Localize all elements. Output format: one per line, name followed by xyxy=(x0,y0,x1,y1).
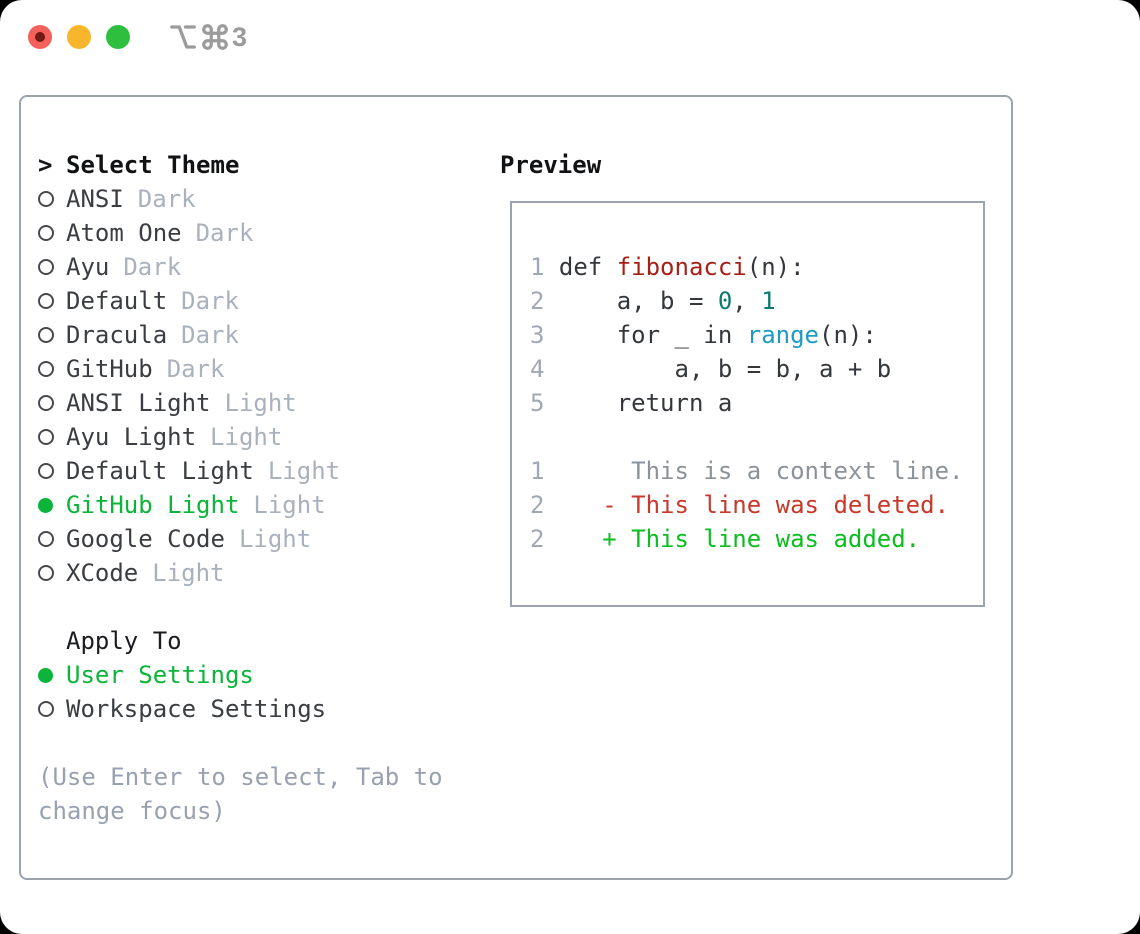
apply-to-header: Apply To xyxy=(38,624,488,658)
diff-deleted-line: 2 - This line was deleted. xyxy=(530,491,950,519)
radio-icon xyxy=(38,395,54,411)
title-bar: 3 xyxy=(0,0,1140,70)
apply-option-workspace-settings[interactable]: Workspace Settings xyxy=(38,692,488,726)
select-theme-header: > Select Theme xyxy=(38,148,488,182)
spacer-row xyxy=(38,726,488,760)
code-line-1: 1 def fibonacci(n): xyxy=(530,253,805,281)
option-key-icon xyxy=(170,25,196,49)
radio-selected-icon xyxy=(38,497,53,513)
radio-icon xyxy=(38,429,54,445)
help-text-line-1: (Use Enter to select, Tab to xyxy=(38,763,443,791)
select-theme-title: Select Theme xyxy=(66,151,240,179)
theme-option-github-dark[interactable]: GitHub Dark xyxy=(38,352,488,386)
close-dot-icon xyxy=(35,32,45,42)
diff-added-line: 2 + This line was added. xyxy=(530,525,921,553)
radio-icon xyxy=(38,327,54,343)
radio-icon xyxy=(38,293,54,309)
preview-pane: 1 def fibonacci(n): 2 a, b = 0, 1 3 for … xyxy=(510,201,985,607)
theme-selector-panel: > Select Theme ANSI Dark Atom One Dark A… xyxy=(19,95,1013,880)
radio-selected-icon xyxy=(38,667,53,683)
preview-header: Preview xyxy=(500,148,601,182)
focus-prompt: > xyxy=(38,151,53,179)
radio-icon xyxy=(38,531,54,547)
window-title-number: 3 xyxy=(232,21,248,52)
code-preview: 1 def fibonacci(n): 2 a, b = 0, 1 3 for … xyxy=(512,203,983,556)
theme-option-ayu-light[interactable]: Ayu Light Light xyxy=(38,420,488,454)
help-text-line-2: change focus) xyxy=(38,797,226,825)
code-line-4: 4 a, b = b, a + b xyxy=(530,355,892,383)
minimize-button[interactable] xyxy=(67,25,91,49)
radio-icon xyxy=(38,225,54,241)
code-line-2: 2 a, b = 0, 1 xyxy=(530,287,776,315)
theme-option-github-light[interactable]: GitHub Light Light xyxy=(38,488,488,522)
theme-option-google-code-light[interactable]: Google Code Light xyxy=(38,522,488,556)
radio-icon xyxy=(38,463,54,479)
close-button[interactable] xyxy=(28,25,52,49)
theme-option-atom-one-dark[interactable]: Atom One Dark xyxy=(38,216,488,250)
theme-option-default-light[interactable]: Default Light Light xyxy=(38,454,488,488)
theme-option-ansi-light[interactable]: ANSI Light Light xyxy=(38,386,488,420)
apply-to-title: Apply To xyxy=(66,627,182,655)
theme-option-ansi-dark[interactable]: ANSI Dark xyxy=(38,182,488,216)
code-line-5: 5 return a xyxy=(530,389,733,417)
preview-title: Preview xyxy=(500,151,602,179)
window-title: 3 xyxy=(168,22,247,52)
diff-context-line: 1 This is a context line. xyxy=(530,457,964,485)
theme-option-ayu-dark[interactable]: Ayu Dark xyxy=(38,250,488,284)
code-line-3: 3 for _ in range(n): xyxy=(530,321,877,349)
theme-list-column: > Select Theme ANSI Dark Atom One Dark A… xyxy=(38,148,488,828)
radio-icon xyxy=(38,191,54,207)
radio-icon xyxy=(38,701,54,717)
apply-option-user-settings[interactable]: User Settings xyxy=(38,658,488,692)
code-blank-line xyxy=(530,420,983,454)
theme-option-dracula-dark[interactable]: Dracula Dark xyxy=(38,318,488,352)
command-key-icon xyxy=(202,24,228,50)
theme-option-default-dark[interactable]: Default Dark xyxy=(38,284,488,318)
radio-icon xyxy=(38,361,54,377)
spacer-row xyxy=(38,590,488,624)
radio-icon xyxy=(38,259,54,275)
radio-icon xyxy=(38,565,54,581)
zoom-button[interactable] xyxy=(106,25,130,49)
theme-option-xcode-light[interactable]: XCode Light xyxy=(38,556,488,590)
